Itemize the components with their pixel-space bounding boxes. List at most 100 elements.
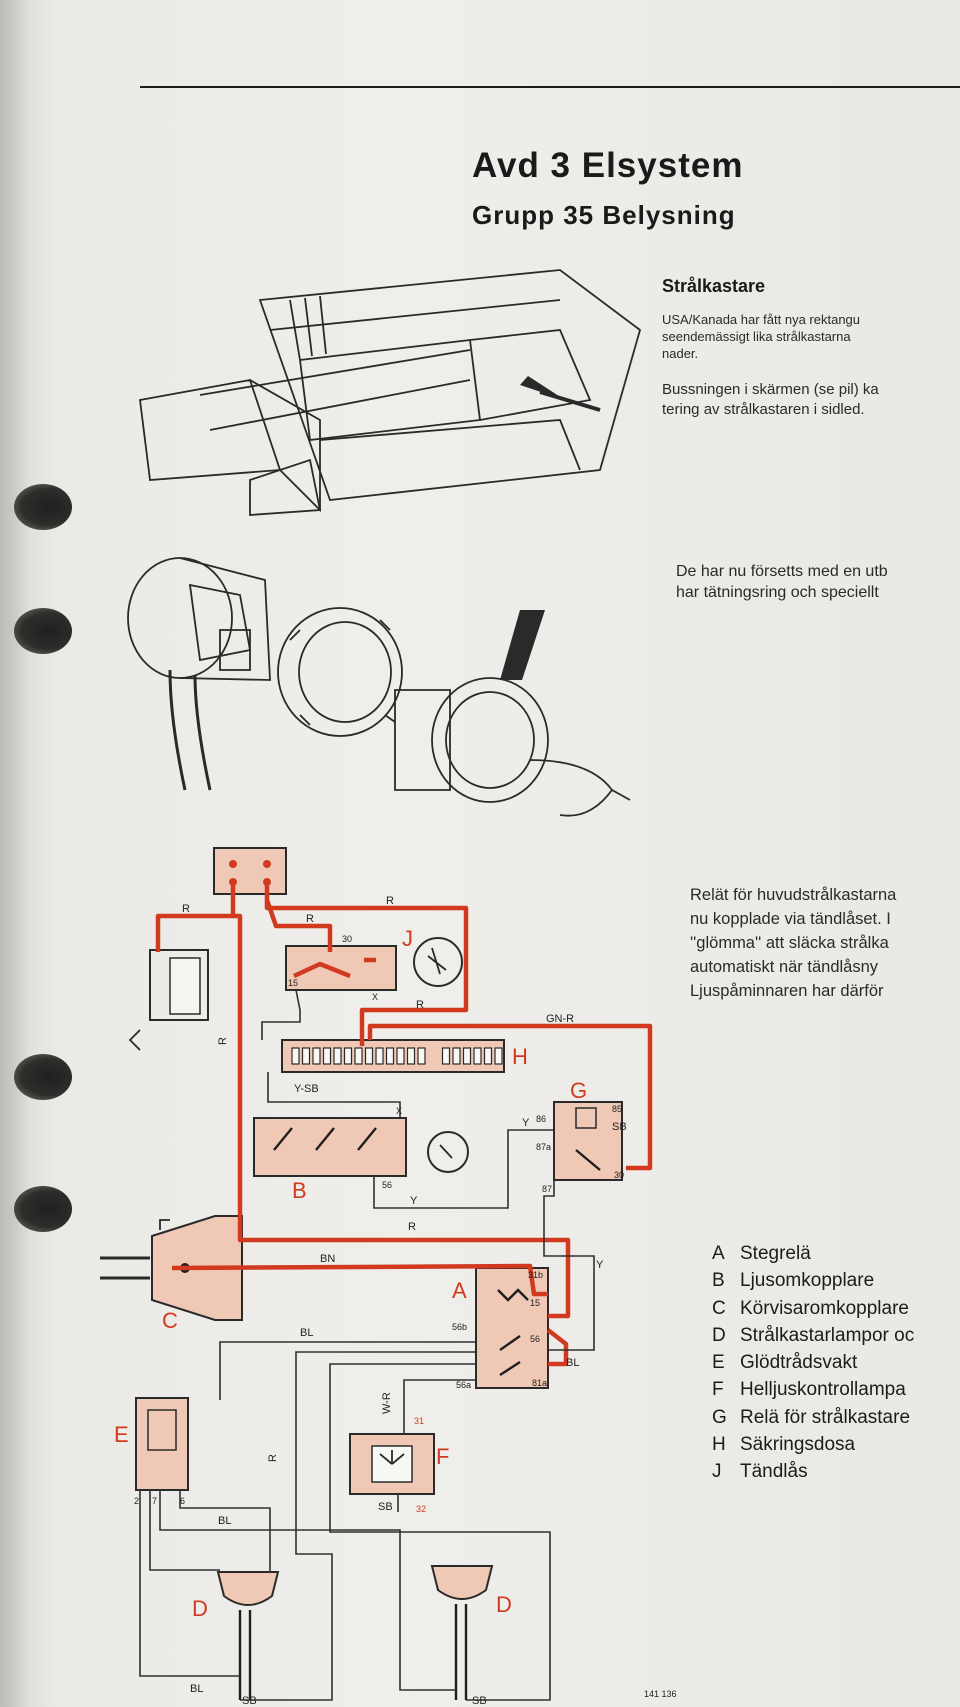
label-D: D: [496, 1592, 512, 1617]
high-beam-indicator-F: [349, 1433, 435, 1495]
label-D: D: [192, 1596, 208, 1621]
legend-label: Glödtrådsvakt: [740, 1352, 858, 1374]
paragraph-2: Bussningen i skärmen (se pil) ka tering …: [662, 380, 879, 419]
label-E: E: [114, 1422, 129, 1447]
fuse-cell: [333, 1047, 342, 1065]
pin-label: 15: [288, 978, 298, 988]
legend-label: Stegrelä: [740, 1243, 811, 1264]
label-H: H: [512, 1044, 528, 1069]
paragraph-4: Relät för huvudstrålkastarna nu kopplade…: [690, 884, 896, 1004]
fuse-cell: [343, 1047, 353, 1065]
legend-label: Säkringsdosa: [740, 1434, 856, 1456]
fuse-cell: [483, 1047, 493, 1065]
wire-label: W-R: [381, 1392, 393, 1414]
top-connector: [213, 847, 287, 895]
pin-label: 7: [152, 1496, 157, 1506]
wire-label: BL: [566, 1357, 579, 1369]
binder-hole: [14, 484, 72, 530]
wire-label: BL: [190, 1683, 203, 1695]
pin-label: 2: [134, 1496, 139, 1506]
wire-label: R: [267, 1454, 279, 1462]
legend-item: D Strålkastarlampor oc: [712, 1322, 914, 1349]
wire-label: Y-SB: [294, 1083, 319, 1095]
fuse-cell: [417, 1047, 426, 1065]
binder-hole: [14, 1186, 72, 1232]
pin-label: 31: [414, 1416, 424, 1426]
wire-label: R: [416, 999, 424, 1011]
wire-label: SB: [378, 1501, 393, 1513]
pin-label: 15: [530, 1298, 540, 1308]
ignition-dial: [413, 937, 463, 987]
wire-label: SB: [242, 1695, 257, 1707]
pin-label: 6: [180, 1496, 185, 1506]
paragraph-line: seendemässigt lika strålkastarna: [662, 328, 851, 344]
pin-label: 56a: [456, 1380, 471, 1390]
light-switch-B: [253, 1117, 407, 1177]
pin-label: X: [372, 992, 378, 1002]
car-front-illustration: [139, 269, 642, 516]
pin-label: 32: [416, 1504, 426, 1514]
binder-hole: [14, 608, 72, 654]
fuse-cell: [322, 1047, 332, 1065]
filament-monitor-E: [135, 1397, 189, 1491]
wiring-diagram: [100, 847, 653, 1701]
paragraph-line: Ljuspåminnaren har därför: [690, 981, 884, 1000]
pin-label: 30: [342, 934, 352, 944]
fuse-cell: [406, 1047, 416, 1065]
legend-label: Strålkastarlampor oc: [740, 1324, 915, 1346]
section-heading: Strålkastare: [662, 276, 766, 296]
paragraph-line: ''glömma'' att släcka strålka: [690, 933, 889, 952]
fuse-cell: [375, 1047, 384, 1065]
paragraph-3: De har nu försetts med en utb har tätnin…: [676, 562, 888, 604]
fuse-row: [291, 1047, 503, 1065]
pin-label: 87: [542, 1184, 552, 1194]
header-rule: [140, 86, 960, 88]
legend-key: D: [712, 1324, 726, 1346]
wire-label: R: [217, 1037, 229, 1045]
pin-label: 86: [536, 1114, 546, 1124]
fuse-cell: [291, 1047, 300, 1065]
wire-label: BL: [218, 1515, 231, 1527]
paragraph-line: Relät för huvudstrålkastarna: [690, 886, 897, 904]
wire-label: R: [182, 903, 190, 915]
wire-label: Y: [522, 1117, 530, 1129]
legend-key: H: [712, 1434, 726, 1456]
wire-label: R: [408, 1221, 416, 1233]
paragraph-line: nu kopplade via tändlåset. I: [690, 909, 891, 928]
wire-label: BL: [300, 1327, 313, 1339]
pin-label: 31b: [528, 1270, 543, 1280]
fuse-cell: [462, 1047, 472, 1065]
wire-labels: R R R R R R R GN-R Y-SB Y Y Y BN BL BL B…: [182, 895, 627, 1707]
pin-label: 85: [612, 1104, 622, 1114]
legend-item: H Säkringsdosa: [712, 1431, 914, 1458]
legend-label: Ljusomkopplare: [740, 1270, 875, 1292]
label-G: G: [570, 1078, 587, 1103]
legend-key: C: [712, 1297, 726, 1319]
headlamp-D-right: [430, 1565, 494, 1600]
fuse-cell: [452, 1047, 461, 1065]
legend-key: B: [712, 1270, 725, 1292]
page-subtitle: Grupp 35 Belysning: [472, 200, 736, 230]
fuse-cell: [494, 1047, 503, 1065]
wire-label: Y: [596, 1259, 604, 1271]
legend-key: F: [712, 1379, 724, 1401]
pin-label: X: [396, 1106, 402, 1116]
fuse-cell: [364, 1047, 374, 1065]
paragraph-1: USA/Kanada har fått nya rektangu seendem…: [662, 312, 860, 363]
headlamp-D-left: [216, 1571, 280, 1606]
legend-key: J: [712, 1461, 722, 1483]
binder-hole: [14, 1054, 72, 1100]
paragraph-line: USA/Kanada har fått nya rektangu: [662, 312, 861, 327]
paragraph-line: har tätningsring och speciellt: [676, 583, 879, 601]
wire-label: R: [386, 895, 394, 907]
label-J: J: [402, 926, 413, 951]
pin-label: 87a: [536, 1142, 551, 1152]
fuse-cell: [301, 1047, 311, 1065]
